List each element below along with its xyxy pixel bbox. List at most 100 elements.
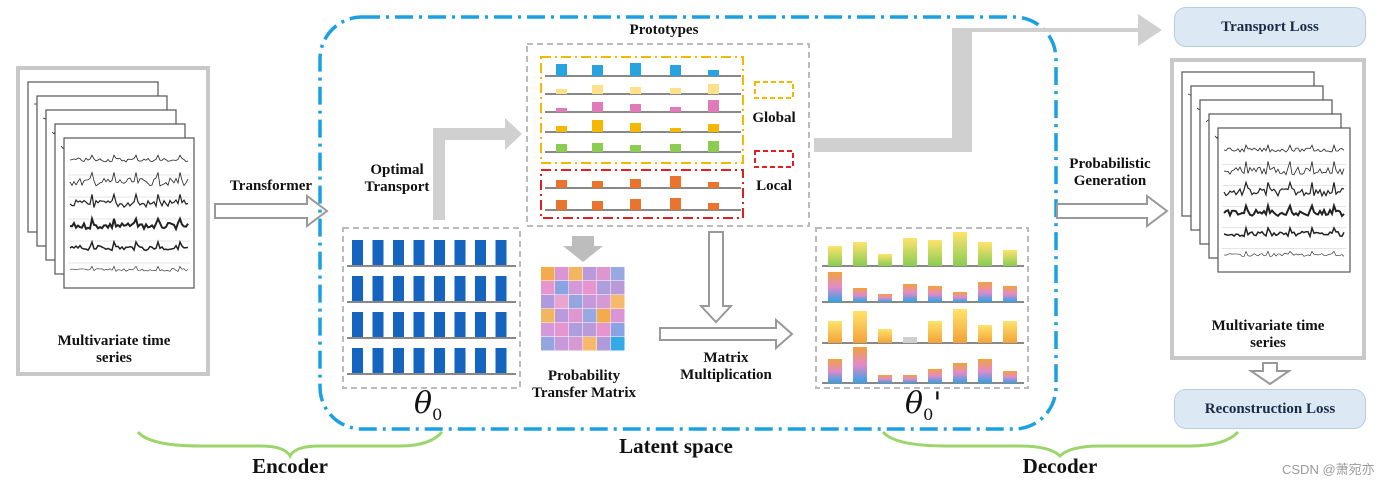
theta0-embedding-box	[342, 227, 521, 389]
decoder-label: Decoder	[1022, 454, 1098, 478]
theta0-prime-bar	[953, 309, 967, 343]
local-label: Local	[756, 178, 792, 194]
matrix-cell	[541, 337, 555, 351]
theta0-bar	[475, 240, 486, 266]
theta0-bar	[352, 276, 363, 302]
output-series-waveform	[1223, 201, 1345, 218]
theta0-bar	[454, 312, 466, 338]
output-series-waveform	[1223, 161, 1345, 176]
matrix-cell	[597, 323, 611, 337]
prototype-bar	[556, 64, 567, 76]
theta0-bar	[372, 348, 384, 374]
matrix-cell	[555, 267, 569, 281]
matrix-cell	[611, 281, 625, 295]
probabilistic-generation-arrow	[1056, 194, 1169, 228]
theta0-prime-bar	[953, 292, 967, 302]
prototype-bar	[630, 87, 641, 94]
theta0-bar	[393, 276, 404, 302]
matrix-cell	[611, 267, 625, 281]
matrix-cell	[569, 281, 583, 295]
matrix-cell	[583, 337, 597, 351]
matrix-cell	[555, 281, 569, 295]
prototype-bar	[630, 63, 641, 76]
theta0-prime-bar	[903, 375, 917, 383]
prototype-bar	[630, 123, 641, 132]
matrix-cell	[555, 295, 569, 309]
prototype-bar	[670, 107, 681, 112]
prototypes-title: Prototypes	[629, 22, 699, 38]
output-series-waveform	[1223, 180, 1345, 198]
theta0-symbol: θ0	[414, 386, 443, 424]
matrix-cell	[555, 337, 569, 351]
watermark: CSDN @萧宛亦	[1282, 462, 1375, 477]
prototype-bar	[670, 144, 681, 152]
input-series-waveform	[69, 239, 189, 252]
prototype-bar	[708, 84, 719, 94]
prototype-bar	[708, 100, 719, 112]
prototype-bar	[592, 120, 603, 132]
theta0-prime-bar	[953, 363, 967, 383]
prototype-bar	[708, 124, 719, 132]
local-legend-swatch	[754, 150, 794, 168]
theta0-prime-box	[815, 227, 1029, 389]
prototype-bar	[592, 102, 603, 112]
matrix-cell	[541, 295, 555, 309]
encoder-label: Encoder	[252, 454, 328, 478]
theta0-bar	[434, 276, 445, 302]
global-prototypes-group	[540, 56, 744, 164]
transformer-arrow	[214, 194, 329, 228]
matrix-cell	[597, 295, 611, 309]
matrix-multiplication-label: Matrix Multiplication	[680, 350, 772, 384]
prototype-bar	[556, 180, 567, 188]
theta0-bar	[434, 240, 445, 266]
prototype-bar	[670, 198, 681, 210]
optimal-transport-arrow	[433, 118, 522, 220]
local-prototypes-group	[540, 169, 744, 219]
theta0-bar	[454, 348, 466, 374]
global-legend-swatch	[754, 81, 794, 99]
prototype-bar	[630, 145, 641, 152]
matrix-cell	[597, 309, 611, 323]
prototype-bar	[630, 179, 641, 188]
theta0-prime-bar	[903, 337, 917, 343]
theta0-prime-bar	[828, 359, 842, 383]
output-time-series-panel	[1170, 58, 1366, 360]
theta0-prime-symbol: θ0'	[905, 386, 942, 424]
prototype-bar	[670, 65, 681, 76]
prototype-bar	[630, 199, 641, 210]
theta0-prime-bar	[878, 329, 892, 343]
prototype-bar	[592, 143, 603, 152]
prototype-bar	[556, 200, 567, 210]
probability-transfer-matrix-label: Probability Transfer Matrix	[532, 368, 636, 402]
prototype-bar	[556, 144, 567, 152]
reconstruction-loss-arrow	[1247, 362, 1293, 386]
matrix-cell	[597, 267, 611, 281]
theta0-prime-bar	[903, 284, 917, 302]
theta0-bar	[495, 276, 507, 302]
theta0-bar	[413, 240, 425, 266]
matrix-cell	[611, 323, 625, 337]
theta0-bar	[475, 312, 486, 338]
theta0-bar	[393, 348, 404, 374]
matrix-cell	[611, 309, 625, 323]
theta0-bar	[352, 240, 363, 266]
output-series-waveform	[1223, 143, 1345, 153]
theta0-prime-bar	[853, 347, 867, 383]
theta0-bar	[495, 240, 507, 266]
theta0-bar	[475, 276, 486, 302]
theta0-prime-bar	[1003, 321, 1017, 343]
theta0-prime-bar	[1003, 371, 1017, 383]
latent-space-label: Latent space	[619, 434, 733, 458]
matrix-cell	[611, 295, 625, 309]
theta0-bar	[352, 348, 363, 374]
theta0-prime-bar	[878, 254, 892, 266]
theta0-bar	[413, 348, 425, 374]
theta0-bar	[393, 312, 404, 338]
theta0-prime-bar	[828, 272, 842, 302]
theta0-prime-bar	[828, 246, 842, 266]
matrix-cell	[597, 281, 611, 295]
prototypes-box	[526, 43, 810, 227]
matrix-cell	[569, 323, 583, 337]
transport-loss-arrow	[814, 14, 1162, 152]
